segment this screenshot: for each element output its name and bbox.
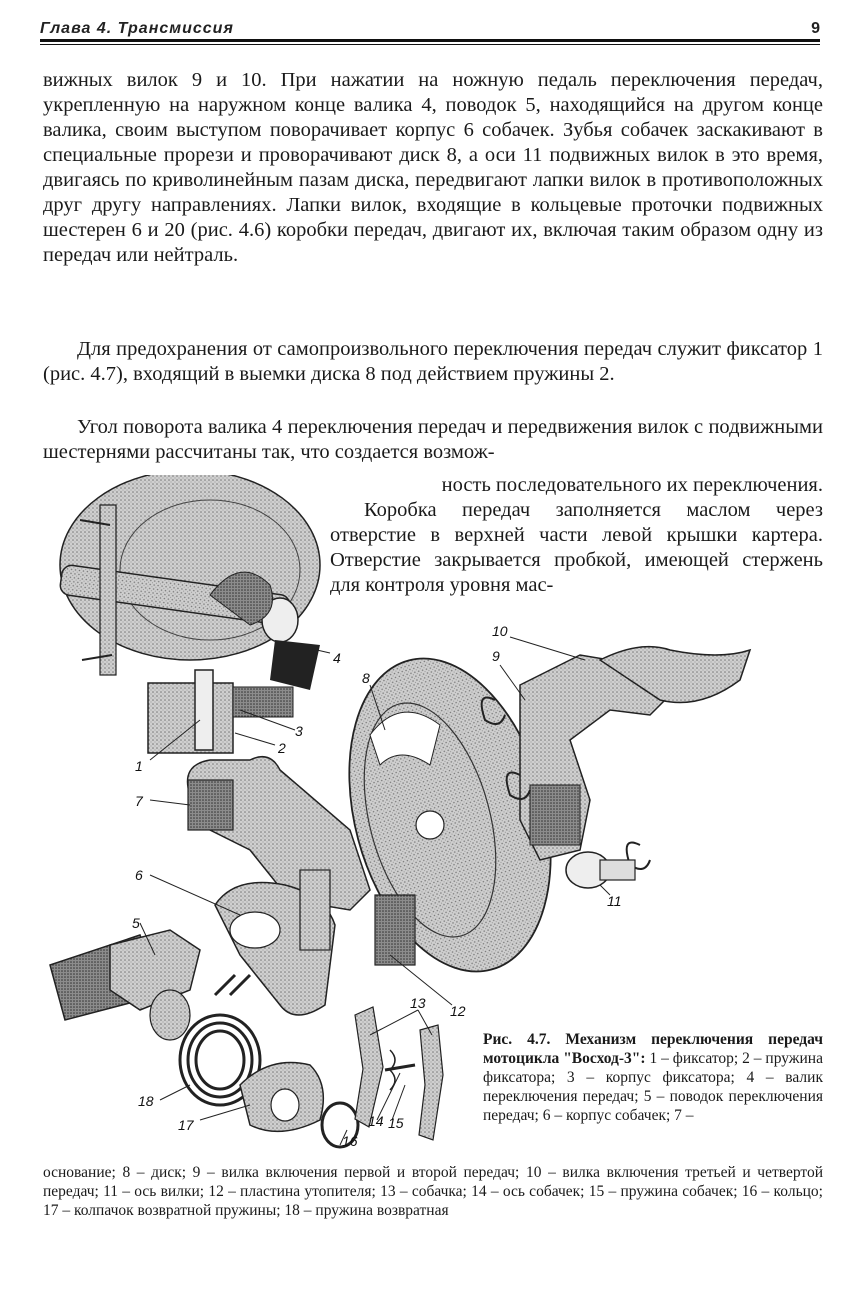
figure-gear-shift-mechanism: 1 2 3 4 5 6 7 8 9 10 11 12 13 14 15 16 1… — [40, 475, 820, 1165]
caption-text: 1 – фиксатор; 2 – пружина фиксатора; 3 –… — [483, 1050, 823, 1124]
paragraph-3-end: ность последовательного их переключения. — [441, 474, 823, 496]
callout-15: 15 — [388, 1115, 404, 1131]
callout-8: 8 — [362, 670, 370, 686]
callout-1: 1 — [135, 758, 143, 774]
callout-17: 17 — [178, 1117, 194, 1133]
callout-16: 16 — [342, 1133, 358, 1149]
header-title: Глава 4. Трансмиссия — [40, 20, 234, 37]
disc-drawing — [348, 657, 552, 973]
shaft-assembly-drawing — [59, 475, 321, 754]
callout-13: 13 — [410, 995, 426, 1011]
paragraph-1: вижных вилок 9 и 10. При нажатии на ножн… — [43, 69, 823, 266]
leader-lines — [139, 636, 611, 1146]
callout-4: 4 — [333, 650, 341, 666]
callout-7: 7 — [135, 793, 143, 809]
caption-title: Рис. 4.7. Механизм переключения передач … — [483, 1031, 823, 1067]
figure-caption: Рис. 4.7. Механизм переключения передач … — [483, 1030, 823, 1125]
header-rule — [40, 39, 820, 42]
paragraph-3: Угол поворота валика 4 переключения пере… — [43, 415, 823, 465]
callout-10: 10 — [492, 623, 508, 639]
paragraph-3-text: Угол поворота валика 4 переключения пере… — [43, 416, 823, 463]
callout-3: 3 — [295, 723, 303, 739]
callout-18: 18 — [138, 1093, 154, 1109]
base-and-dog-body-drawing — [186, 755, 371, 1016]
callout-2: 2 — [278, 740, 286, 756]
header-rule-thin — [40, 44, 820, 45]
callout-9: 9 — [492, 648, 500, 664]
exploded-diagram — [49, 475, 752, 1149]
page-number: 9 — [811, 20, 820, 37]
callout-5: 5 — [132, 915, 140, 931]
figure-caption-continued: основание; 8 – диск; 9 – вилка включения… — [43, 1164, 823, 1219]
lever-spring-pawls-drawing — [49, 929, 444, 1149]
callout-12: 12 — [450, 1003, 466, 1019]
running-header: Глава 4. Трансмиссия 9 — [40, 18, 820, 48]
forks-drawing — [480, 645, 752, 889]
paragraph-2: Для предохранения от самопроизвольного п… — [43, 338, 823, 385]
paragraph-4: Коробка передач заполняется маслом через… — [330, 499, 823, 596]
callout-6: 6 — [135, 867, 143, 883]
callout-14: 14 — [368, 1113, 384, 1129]
callout-11: 11 — [607, 893, 622, 909]
